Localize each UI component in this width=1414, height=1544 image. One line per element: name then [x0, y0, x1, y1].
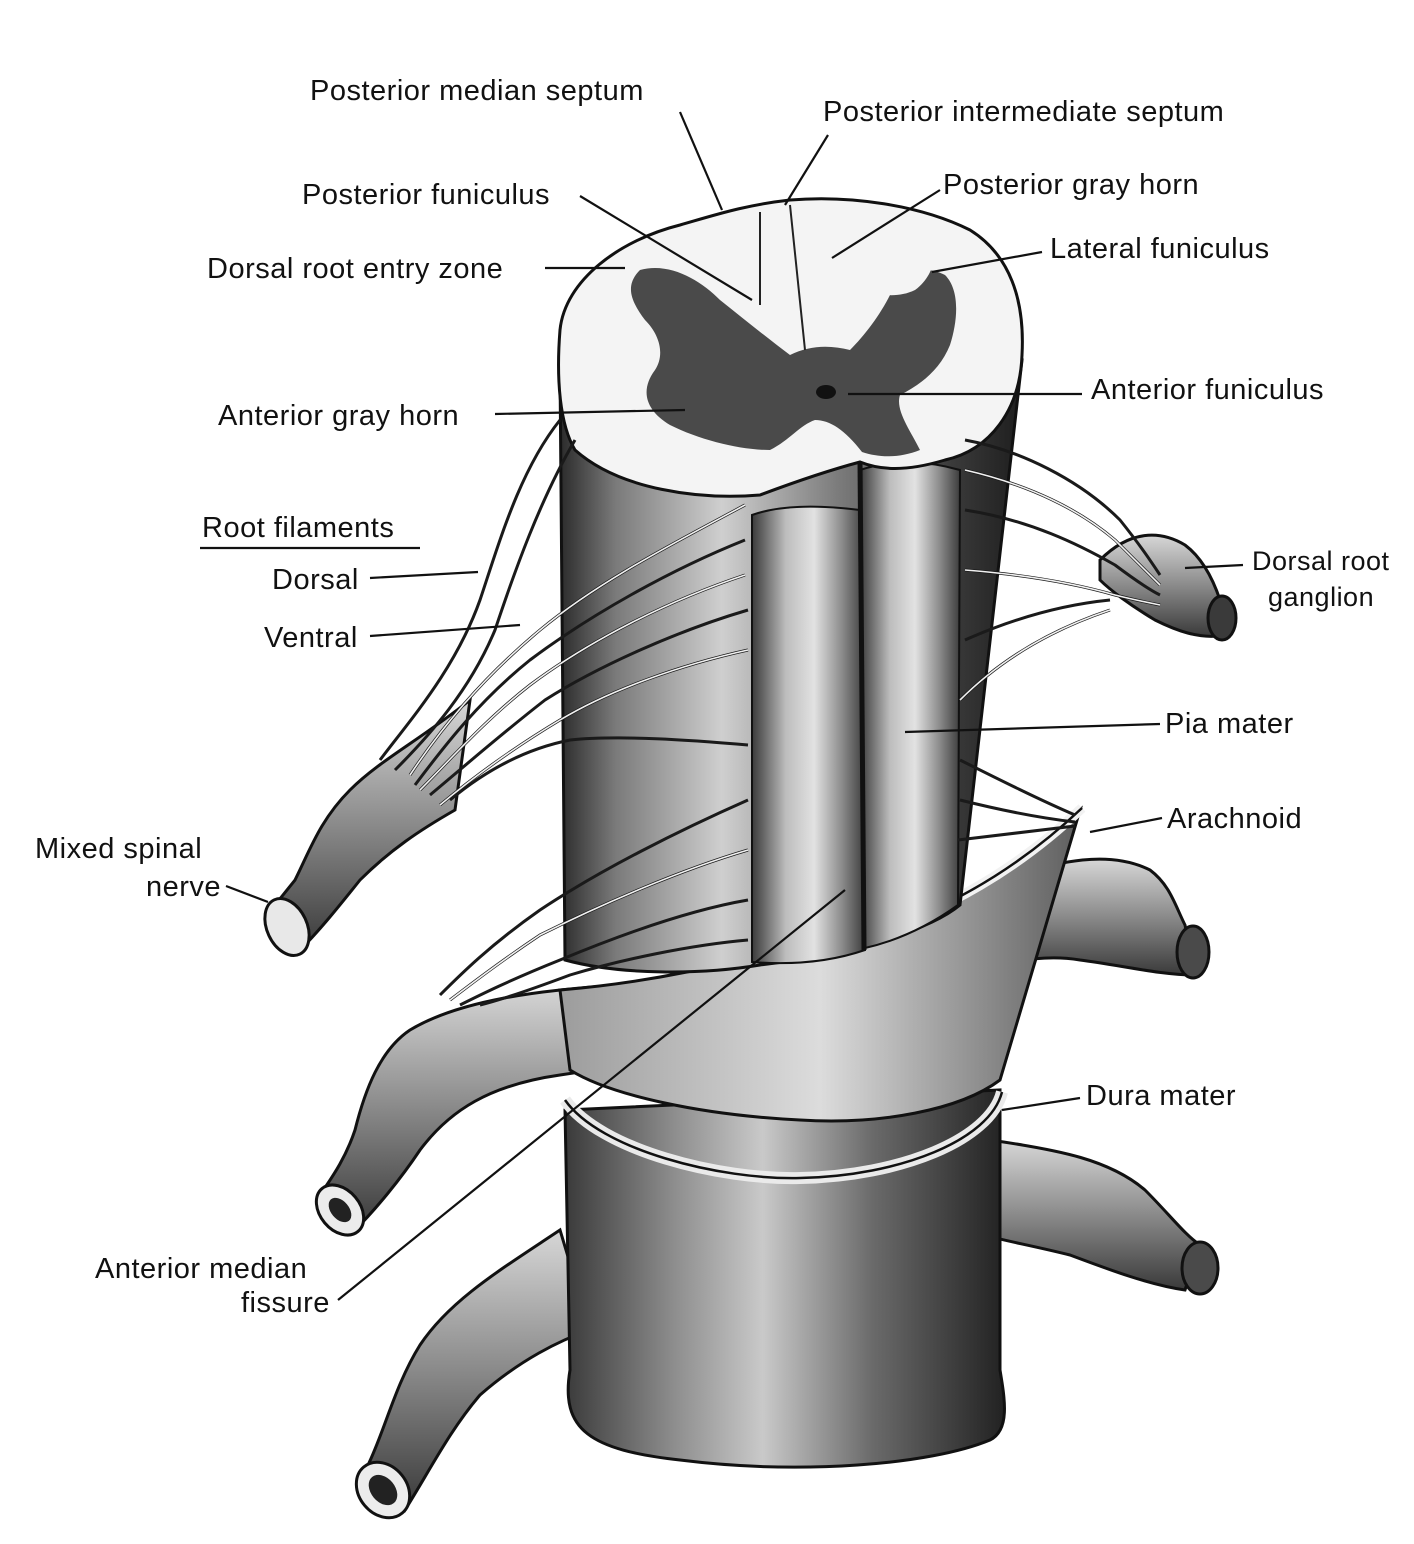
leader-posterior-median-septum — [678, 111, 724, 211]
leader-dorsal — [369, 570, 479, 580]
label-anterior-funiculus: Anterior funiculus — [1091, 374, 1324, 406]
label-pia-mater: Pia mater — [1165, 708, 1294, 740]
posterior-gray-horn-shape — [834, 219, 934, 296]
label-dorsal-root-entry-zone: Dorsal root entry zone — [207, 253, 503, 285]
leader-dura-mater — [1001, 1096, 1081, 1112]
label-anterior-median-fissure-line2: fissure — [241, 1287, 330, 1319]
anatomy-illustration — [263, 197, 1238, 1520]
anterior-column-right — [858, 461, 962, 950]
leader-posterior-intermediate-septum — [784, 134, 829, 206]
labels: Posterior median septum Posterior interm… — [35, 75, 1390, 1319]
white-matter — [557, 197, 1024, 498]
leader-anterior-median-fissure — [337, 889, 846, 1301]
label-dura-mater: Dura mater — [1086, 1080, 1236, 1112]
label-dorsal-root-ganglion-line1: Dorsal root — [1252, 546, 1390, 576]
label-posterior-intermediate-septum: Posterior intermediate septum — [823, 96, 1224, 128]
label-dorsal-root-ganglion-line2: ganglion — [1268, 582, 1374, 612]
label-posterior-gray-horn: Posterior gray horn — [943, 169, 1199, 201]
root-filaments-right — [957, 438, 1162, 842]
spinal-cord — [558, 358, 1024, 974]
dorsal-root-ganglion-cut — [1206, 594, 1238, 642]
label-mixed-spinal-nerve-line1: Mixed spinal — [35, 833, 202, 865]
label-mixed-spinal-nerve-line2: nerve — [146, 871, 221, 903]
leader-dorsal-root-ganglion — [1184, 563, 1244, 570]
posterior-septum-lines — [759, 204, 806, 351]
anterior-column-left — [751, 505, 867, 965]
leader-posterior-gray-horn — [831, 189, 941, 259]
mixed-spinal-nerve-cut — [263, 897, 311, 957]
label-anterior-gray-horn: Anterior gray horn — [218, 400, 459, 432]
label-anterior-median-fissure-line1: Anterior median — [95, 1253, 307, 1285]
leader-posterior-funiculus — [579, 195, 753, 301]
label-lateral-funiculus: Lateral funiculus — [1050, 233, 1270, 265]
label-posterior-median-septum: Posterior median septum — [310, 75, 644, 107]
lower-right-nerve-cut — [1180, 1240, 1220, 1296]
anterior-median-fissure-groove — [857, 459, 867, 951]
middle-right-nerve-cut — [1175, 924, 1211, 980]
label-ventral: Ventral — [264, 622, 358, 654]
dorsal-root-ganglion — [1098, 533, 1238, 642]
leader-pia-mater — [904, 722, 1161, 734]
leader-mixed-spinal-nerve — [225, 884, 269, 904]
leader-anterior-gray-horn — [494, 408, 686, 416]
leader-ventral — [369, 623, 521, 638]
label-root-filaments: Root filaments — [202, 512, 394, 544]
label-dorsal: Dorsal — [272, 564, 359, 596]
label-arachnoid: Arachnoid — [1167, 803, 1302, 835]
mixed-spinal-nerve — [263, 696, 472, 957]
lower-right-nerve-sleeve — [983, 1138, 1202, 1292]
leader-lateral-funiculus — [931, 250, 1043, 274]
central-canal — [816, 385, 836, 399]
leader-arachnoid — [1089, 816, 1163, 834]
label-posterior-funiculus: Posterior funiculus — [302, 179, 550, 211]
spinal-cord-cross-section — [557, 197, 1024, 498]
root-filaments-left — [378, 419, 749, 1007]
dura-cylinder — [563, 1088, 1006, 1469]
dura-mater-sheath — [354, 1088, 1220, 1520]
lower-left-nerve-sleeve — [366, 1227, 592, 1513]
gray-matter — [630, 268, 957, 457]
leader-lines — [200, 111, 1244, 1301]
